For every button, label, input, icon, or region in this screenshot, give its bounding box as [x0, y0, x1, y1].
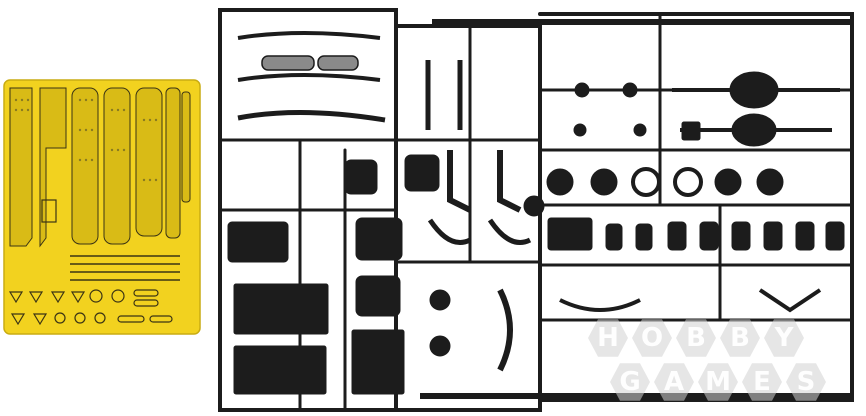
watermark-letter: Y	[764, 319, 804, 357]
watermark-letter: O	[632, 319, 672, 357]
watermark-letter: B	[720, 319, 760, 357]
plastic-sprue-tree	[218, 8, 854, 412]
photoetch-fret	[3, 79, 201, 335]
watermark-letter: H	[588, 319, 628, 357]
sprue-parts	[227, 19, 852, 399]
watermark-letter: S	[786, 363, 826, 401]
watermark-letter: B	[676, 319, 716, 357]
watermark-letter: E	[742, 363, 782, 401]
hobby-games-watermark: H O B B Y G A M E S	[588, 318, 858, 412]
watermark-letter: G	[610, 363, 650, 401]
watermark-letter: A	[654, 363, 694, 401]
watermark-letter: M	[698, 363, 738, 401]
